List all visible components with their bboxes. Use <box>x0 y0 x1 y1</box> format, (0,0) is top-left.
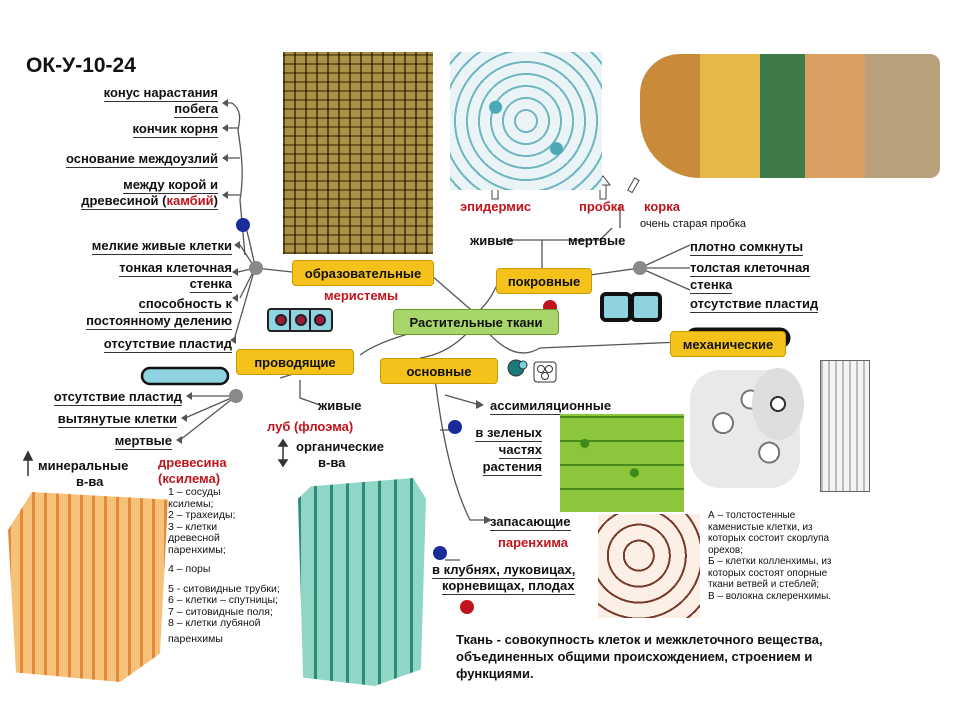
mineral-substances-1: минеральные <box>38 458 129 473</box>
meristem-feature-4: отсутствие пластид <box>103 336 232 353</box>
center-box-plant-tissues: Растительные ткани <box>393 309 559 335</box>
assimilation-where-3: растения <box>482 459 542 476</box>
meristem-feature-3a: способность к <box>138 296 232 313</box>
storage-parenchyma-micrograph <box>598 514 700 618</box>
organic-substances-2: в-ва <box>318 455 346 470</box>
conductive-legend: 1 – сосуды ксилемы; 2 – трахеиды; 3 – кл… <box>168 486 280 645</box>
storage-where-2: корневищах, плодах <box>442 578 575 595</box>
meristem-location-1a: конус нарастания <box>103 85 218 102</box>
organic-substances-1: органические <box>296 439 384 454</box>
meristem-feature-1: мелкие живые клетки <box>91 238 232 255</box>
assimilation-where-2: частях <box>498 442 542 459</box>
xylem-label-2: (ксилема) <box>158 471 221 486</box>
mechanical-legend: А – толстостенные каменистые клетки, из … <box>708 510 832 602</box>
meristem-feature-3b: постоянному делению <box>86 313 232 330</box>
conductive-alive-label: живые <box>318 398 362 413</box>
conductive-feature-2: вытянутые клетки <box>57 411 177 428</box>
cork-label: пробка <box>579 199 625 214</box>
meristem-box: образовательные <box>292 260 434 286</box>
meristem-location-3: основание междоузлий <box>65 151 218 168</box>
mineral-substances-2: в-ва <box>76 474 104 489</box>
page-title: ОК-У-10-24 <box>26 54 136 77</box>
meristem-feature-2a: тонкая клеточная <box>119 260 232 277</box>
meristem-location-1b: побега <box>174 101 218 118</box>
parenchyma-label: паренхима <box>498 535 569 550</box>
cover-feature-2b: стенка <box>690 277 733 294</box>
cover-feature-2a: толстая клеточная <box>690 260 810 277</box>
conductive-feature-1: отсутствие пластид <box>53 389 182 406</box>
xylem-illustration <box>8 492 168 682</box>
assimilation-where-1: в зеленых <box>475 425 542 442</box>
collenchyma-illustration <box>752 368 804 440</box>
cover-feature-1: плотно сомкнуты <box>690 239 804 256</box>
mechanical-box: механические <box>670 331 786 357</box>
storage-where-1: в клубнях, луковицах, <box>432 562 576 579</box>
conductive-feature-3: мертвые <box>114 433 172 450</box>
assimilation-tissue-micrograph <box>560 414 684 512</box>
xylem-label-1: древесина <box>158 455 227 470</box>
meristem-sublabel: меристемы <box>324 288 399 303</box>
cover-alive-label: живые <box>470 233 514 248</box>
assimilation-label: ассимиляционные <box>490 398 612 415</box>
meristem-location-2: кончик корня <box>132 121 218 138</box>
basic-box: основные <box>380 358 498 384</box>
cover-feature-3: отсутствие пластид <box>690 296 819 313</box>
meristem-feature-2b: стенка <box>189 276 232 293</box>
meristem-location-4b: древесиной (камбий) <box>81 193 218 210</box>
meristem-micrograph <box>283 52 433 254</box>
cover-box: покровные <box>496 268 592 294</box>
storage-label: запасающие <box>490 514 571 531</box>
tissue-definition: Ткань - совокупность клеток и межклеточн… <box>456 632 823 681</box>
cambium-label: камбий <box>166 193 214 208</box>
conductive-box: проводящие <box>236 349 354 375</box>
epidermis-micrograph <box>450 52 602 190</box>
bark-note: очень старая пробка <box>640 218 747 230</box>
epidermis-label: эпидермис <box>460 199 532 214</box>
cover-dead-label: мертвые <box>568 233 626 248</box>
meristem-location-4a: между корой и <box>123 177 218 194</box>
bark-illustration <box>640 54 940 178</box>
bark-label: корка <box>644 199 680 214</box>
sclerenchyma-fibers-illustration <box>820 360 870 492</box>
phloem-illustration <box>298 478 426 686</box>
phloem-label: луб (флоэма) <box>267 419 354 434</box>
